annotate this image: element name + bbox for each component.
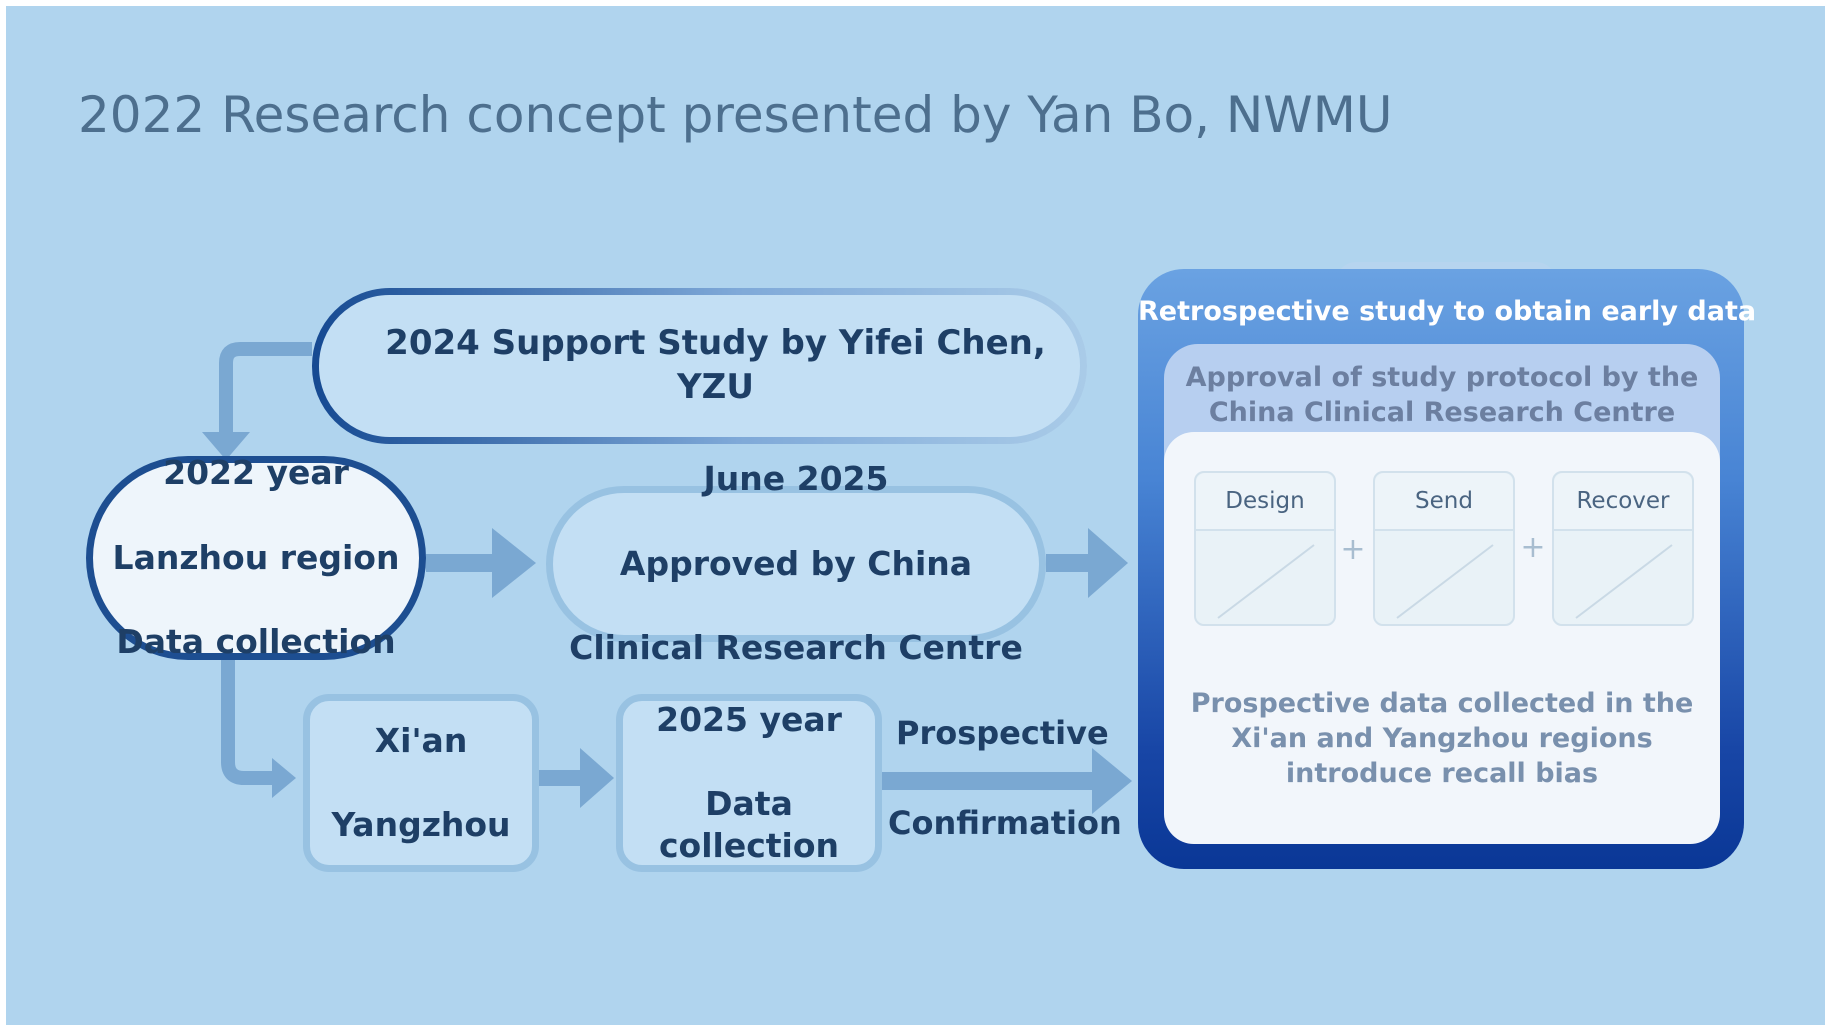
arrow-lanzhou-to-xian (221, 660, 276, 785)
xian-line-2: Yangzhou (331, 805, 511, 845)
support-study-label: 2024 Support Study by Yifei Chen, YZU (385, 323, 1046, 407)
arrow-june-to-panel (1046, 554, 1094, 572)
step-design-diagonal (1217, 544, 1315, 619)
step-send: Send (1373, 471, 1515, 626)
arrow-2025-to-panel-head (1092, 748, 1132, 814)
lanzhou-line-2: Lanzhou region (112, 537, 400, 577)
june-line-3: Clinical Research Centre (569, 628, 1023, 668)
page-title: 2022 Research concept presented by Yan B… (78, 86, 1393, 144)
edge-label-confirmation: Confirmation (888, 804, 1122, 842)
arrow-lanzhou-to-june-head (492, 528, 536, 598)
step-recover-diagonal (1575, 544, 1673, 619)
plus-icon: + (1520, 530, 1546, 565)
arrow-xian-to-2025 (539, 770, 583, 786)
year-2025-node: 2025 year Data collection (616, 694, 882, 872)
year2025-line-1: 2025 year (656, 699, 842, 739)
step-design-label: Design (1196, 473, 1334, 531)
approval-text: Approval of study protocol by the China … (1185, 362, 1699, 429)
year2025-line-2: Data collection (658, 784, 840, 866)
lanzhou-node: 2022 year Lanzhou region Data collection (86, 453, 426, 662)
plus-icon: + (1340, 532, 1366, 567)
arrow-june-to-panel-head (1088, 528, 1128, 598)
lanzhou-line-1: 2022 year (163, 453, 349, 493)
june-line-2: Approved by China (619, 543, 973, 583)
june-line-1: June 2025 (703, 459, 889, 499)
arrow-2025-to-panel (882, 772, 1098, 790)
step-send-label: Send (1375, 473, 1513, 531)
xian-line-1: Xi'an (374, 720, 468, 760)
step-recover-label: Recover (1554, 473, 1692, 531)
panel-title: Retrospective study to obtain early data (1138, 296, 1757, 327)
step-send-diagonal (1396, 544, 1494, 619)
edge-label-prospective: Prospective (896, 714, 1109, 752)
step-recover: Recover (1552, 471, 1694, 626)
arrow-lanzhou-to-june (426, 554, 500, 572)
lanzhou-line-3: Data collection (116, 622, 396, 662)
arrow-support-to-lanzhou-head (202, 432, 250, 460)
xian-yangzhou-node: Xi'an Yangzhou (303, 694, 539, 872)
arrow-support-to-lanzhou (219, 342, 312, 436)
arrow-lanzhou-to-xian-head (272, 758, 296, 798)
arrow-xian-to-2025-head (580, 748, 614, 808)
diagram-canvas: 2022 Research concept presented by Yan B… (6, 6, 1825, 1025)
step-design: Design (1194, 471, 1336, 626)
june-2025-node: June 2025 Approved by China Clinical Res… (546, 459, 1046, 667)
prospective-bias-note: Prospective data collected in the Xi'an … (1190, 688, 1694, 790)
